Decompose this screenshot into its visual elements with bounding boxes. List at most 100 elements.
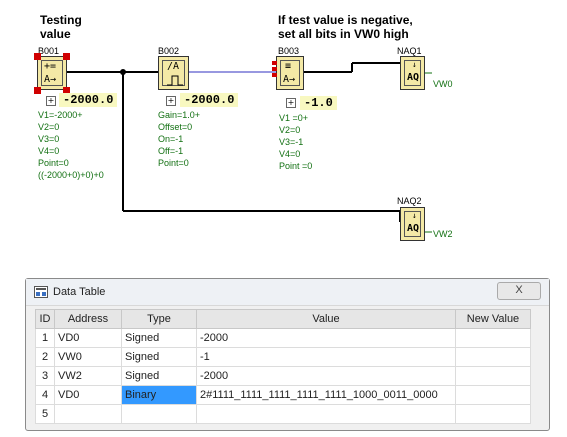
cell-address[interactable]: VD0 bbox=[54, 385, 122, 405]
cell-value: 2#1111_1111_1111_1111_1111_1000_0011_000… bbox=[196, 385, 456, 405]
b002-inner: /A bbox=[162, 60, 185, 86]
naq2-block[interactable]: ↓ AQ bbox=[400, 207, 425, 241]
cell-value: -1 bbox=[196, 347, 456, 367]
cell-id: 5 bbox=[35, 404, 55, 424]
b003-symbol-top: ≡ bbox=[285, 61, 292, 72]
b001-block[interactable]: += A→ bbox=[37, 56, 67, 90]
cell-type[interactable]: Signed bbox=[121, 366, 197, 386]
cell-address[interactable] bbox=[54, 404, 122, 424]
cell-address[interactable]: VW0 bbox=[54, 347, 122, 367]
param-line: V1 =0+ bbox=[279, 113, 309, 123]
column-header-address[interactable]: Address bbox=[54, 309, 122, 329]
param-line: V2=0 bbox=[279, 125, 301, 135]
cell-id: 4 bbox=[35, 385, 55, 405]
b002-symbol: /A bbox=[167, 61, 180, 72]
b001-label: B001 bbox=[38, 46, 60, 56]
b001-symbol-bottom: A→ bbox=[44, 74, 57, 85]
naq1-arrow-icon: ↓ bbox=[412, 60, 417, 69]
b001-symbol-top: += bbox=[44, 61, 57, 72]
cell-address[interactable]: VW2 bbox=[54, 366, 122, 386]
naq2-label: NAQ2 bbox=[397, 196, 422, 206]
input-pin bbox=[272, 73, 277, 77]
naq2-output-label: VW2 bbox=[433, 229, 453, 239]
input-pin bbox=[272, 67, 277, 71]
b002-param-list: Gain=1.0+ Offset=0 On=-1 Off=-1 Point=0 bbox=[158, 109, 200, 169]
naq1-label: NAQ1 bbox=[397, 46, 422, 56]
data-table-titlebar[interactable]: Data Table X bbox=[26, 279, 549, 306]
close-button[interactable]: X bbox=[497, 282, 541, 300]
param-line: V3=-1 bbox=[279, 137, 304, 147]
param-line: Offset=0 bbox=[158, 122, 193, 132]
cell-type-selected[interactable]: Binary bbox=[121, 385, 197, 405]
data-table-window: Data Table X ID Address Type Value New V… bbox=[25, 278, 550, 431]
cell-id: 2 bbox=[35, 347, 55, 367]
table-row[interactable]: 5 bbox=[35, 404, 531, 424]
b001-expand-icon[interactable]: + bbox=[46, 96, 56, 106]
table-row[interactable]: 3 VW2 Signed -2000 bbox=[35, 366, 531, 386]
param-line: Off=-1 bbox=[158, 146, 184, 156]
b003-param-list: V1 =0+ V2=0 V3=-1 V4=0 Point =0 bbox=[279, 112, 312, 172]
b002-expand-icon[interactable]: + bbox=[166, 96, 176, 106]
cell-address[interactable]: VD0 bbox=[54, 328, 122, 348]
cell-new-value[interactable] bbox=[455, 404, 531, 424]
param-line: Gain=1.0+ bbox=[158, 110, 201, 120]
table-row[interactable]: 2 VW0 Signed -1 bbox=[35, 347, 531, 367]
b001-param-list: V1=-2000+ V2=0 V3=0 V4=0 Point=0 ((-2000… bbox=[38, 109, 104, 181]
cell-new-value[interactable] bbox=[455, 385, 531, 405]
b003-param-value: -1.0 bbox=[300, 96, 337, 110]
wiring-diagram bbox=[67, 62, 432, 233]
testing-heading: Testing value bbox=[40, 13, 82, 41]
naq1-inner: ↓ AQ bbox=[404, 60, 421, 86]
pulse-icon bbox=[167, 75, 183, 86]
naq2-arrow-icon: ↓ bbox=[412, 211, 417, 220]
param-line: V3=0 bbox=[38, 134, 60, 144]
input-pin bbox=[272, 61, 277, 65]
b003-label: B003 bbox=[278, 46, 300, 56]
naq2-symbol: AQ bbox=[407, 223, 420, 234]
table-row[interactable]: 4 VD0 Binary 2#1111_1111_1111_1111_1111_… bbox=[35, 385, 531, 405]
param-line: Point=0 bbox=[38, 158, 69, 168]
b002-param-value: -2000.0 bbox=[180, 93, 239, 107]
table-row[interactable]: 1 VD0 Signed -2000 bbox=[35, 328, 531, 348]
param-line: On=-1 bbox=[158, 134, 184, 144]
table-header-row: ID Address Type Value New Value bbox=[35, 309, 531, 329]
resize-handle[interactable] bbox=[34, 87, 41, 94]
column-header-id[interactable]: ID bbox=[35, 309, 55, 329]
b001-param-value: -2000.0 bbox=[59, 93, 118, 107]
cell-type[interactable]: Signed bbox=[121, 347, 197, 367]
negative-test-heading: If test value is negative, set all bits … bbox=[278, 13, 413, 41]
param-line: V1=-2000+ bbox=[38, 110, 83, 120]
naq1-block[interactable]: ↓ AQ bbox=[400, 56, 425, 90]
cell-id: 1 bbox=[35, 328, 55, 348]
b003-inner: ≡ A→ bbox=[280, 60, 300, 86]
resize-handle[interactable] bbox=[63, 53, 70, 60]
heading-line: set all bits in VW0 high bbox=[278, 27, 409, 41]
b002-label: B002 bbox=[158, 46, 180, 56]
close-icon: X bbox=[515, 284, 523, 296]
cell-type[interactable]: Signed bbox=[121, 328, 197, 348]
param-line: Point =0 bbox=[279, 161, 313, 171]
heading-line: If test value is negative, bbox=[278, 13, 413, 27]
resize-handle[interactable] bbox=[63, 87, 70, 94]
b001-inner: += A→ bbox=[41, 60, 63, 86]
data-table-grid: ID Address Type Value New Value 1 VD0 Si… bbox=[35, 309, 531, 424]
cell-type[interactable] bbox=[121, 404, 197, 424]
column-header-value[interactable]: Value bbox=[196, 309, 456, 329]
b003-symbol-bottom: A→ bbox=[283, 74, 296, 85]
naq2-inner: ↓ AQ bbox=[404, 211, 421, 237]
heading-line: Testing bbox=[40, 13, 82, 27]
table-window-icon bbox=[34, 286, 48, 298]
cell-new-value[interactable] bbox=[455, 328, 531, 348]
b003-block[interactable]: ≡ A→ bbox=[276, 56, 304, 90]
cell-new-value[interactable] bbox=[455, 366, 531, 386]
cell-value: -2000 bbox=[196, 328, 456, 348]
cell-new-value[interactable] bbox=[455, 347, 531, 367]
param-line: ((-2000+0)+0)+0 bbox=[38, 170, 104, 180]
b003-expand-icon[interactable]: + bbox=[286, 98, 296, 108]
b002-block[interactable]: /A bbox=[158, 56, 189, 90]
resize-handle[interactable] bbox=[34, 53, 41, 60]
column-header-new-value[interactable]: New Value bbox=[455, 309, 531, 329]
cell-value bbox=[196, 404, 456, 424]
column-header-type[interactable]: Type bbox=[121, 309, 197, 329]
param-line: Point=0 bbox=[158, 158, 189, 168]
